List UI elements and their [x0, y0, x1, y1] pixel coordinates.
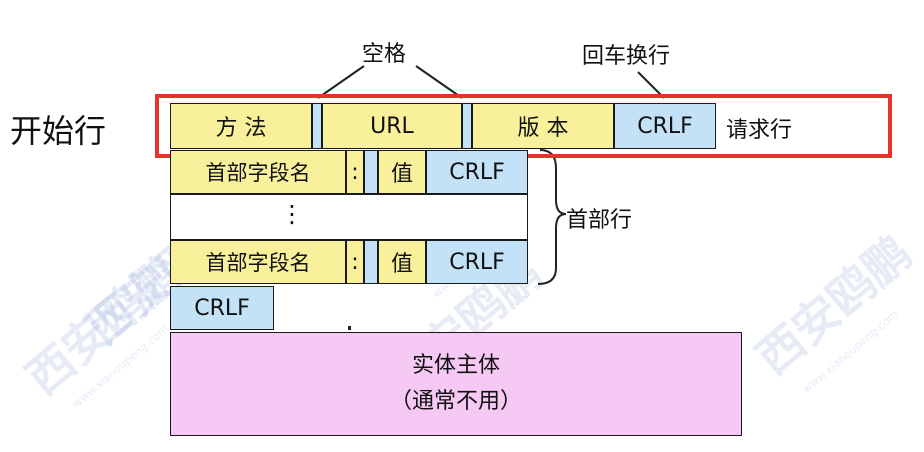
entity-body: 实体主体 （通常不用） — [170, 332, 742, 436]
method-cell: 方 法 — [170, 103, 312, 149]
start-line-label: 开始行 — [10, 112, 107, 150]
header-value: 值 — [378, 240, 426, 284]
crlf-cell: CRLF — [614, 103, 716, 149]
header-crlf: CRLF — [426, 240, 528, 284]
header-colon: : — [346, 150, 364, 194]
space-gap — [364, 240, 378, 284]
space-gap — [364, 150, 378, 194]
version-cell: 版 本 — [472, 103, 614, 149]
blank-line-crlf: CRLF — [170, 286, 274, 330]
space-gap — [312, 103, 322, 149]
header-colon: : — [346, 240, 364, 284]
ellipsis-row — [170, 194, 528, 240]
request-line-highlight — [155, 94, 892, 158]
header-value: 值 — [378, 150, 426, 194]
header-crlf: CRLF — [426, 150, 528, 194]
header-lines-label: 首部行 — [566, 208, 633, 233]
entity-body-note: （通常不用） — [389, 389, 522, 414]
header-field-name: 首部字段名 — [170, 240, 346, 284]
url-cell: URL — [322, 103, 462, 149]
request-line-label: 请求行 — [726, 118, 793, 143]
space-gap — [462, 103, 472, 149]
header-field-name: 首部字段名 — [170, 150, 346, 194]
ellipsis: ⋮ — [280, 200, 304, 228]
dot-marker — [348, 326, 351, 330]
space-annotation: 空格 — [362, 42, 407, 67]
crlf-annotation: 回车换行 — [582, 44, 671, 69]
entity-body-title: 实体主体 — [411, 353, 500, 378]
